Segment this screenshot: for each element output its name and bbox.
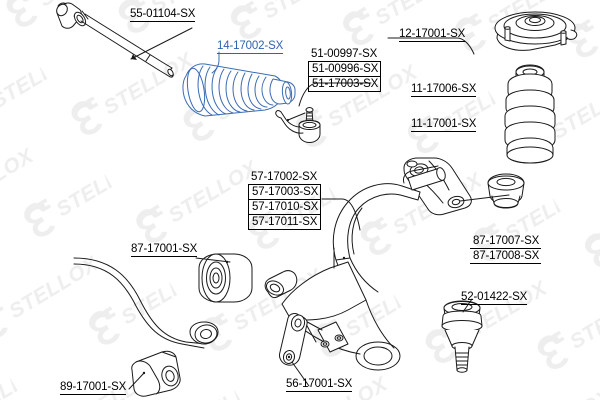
label-group-header[interactable]: 51-00997-SX bbox=[308, 47, 382, 62]
label-stabilizer-bushing[interactable]: 89-17001-SX bbox=[60, 381, 127, 395]
label-group-header[interactable]: 87-17007-SX bbox=[470, 234, 542, 249]
label-arm-bushing-upper[interactable]: 87-17001-SX bbox=[131, 243, 198, 257]
label-group-item[interactable]: 51-17003-SX bbox=[312, 78, 379, 90]
label-group-item[interactable]: 57-17003-SX bbox=[249, 185, 321, 200]
label-bump-stop-boot[interactable]: 11-17006-SX bbox=[411, 83, 477, 97]
label-group-header[interactable]: 57-17002-SX bbox=[248, 170, 322, 185]
label-group-tie-rod-end: 51-00997-SX 51-00996-SX 51-17003-SX bbox=[308, 47, 382, 92]
label-group-item[interactable]: 57-17011-SX bbox=[252, 216, 318, 228]
label-group-box: 51-00996-SX 51-17003-SX bbox=[308, 62, 382, 92]
label-group-arm-bracket: 87-17007-SX 87-17008-SX bbox=[470, 234, 542, 264]
label-group-box: 57-17003-SX 57-17010-SX 57-17011-SX bbox=[248, 185, 322, 230]
label-group-item[interactable]: 87-17008-SX bbox=[470, 249, 542, 264]
label-steering-boot-highlight[interactable]: 14-17002-SX bbox=[217, 40, 284, 54]
label-ball-joint[interactable]: 52-01422-SX bbox=[461, 291, 528, 305]
label-group-item[interactable]: 51-00996-SX bbox=[309, 62, 381, 77]
label-strut-mount[interactable]: 12-17001-SX bbox=[399, 28, 466, 42]
label-group-control-arm: 57-17002-SX 57-17003-SX 57-17010-SX 57-1… bbox=[248, 170, 322, 230]
label-stabilizer-link[interactable]: 56-17001-SX bbox=[286, 378, 353, 392]
label-tie-rod-inner[interactable]: 55-01104-SX bbox=[130, 8, 196, 22]
label-group-item[interactable]: 57-17010-SX bbox=[249, 200, 321, 215]
label-bump-stop[interactable]: 11-17001-SX bbox=[411, 118, 477, 132]
